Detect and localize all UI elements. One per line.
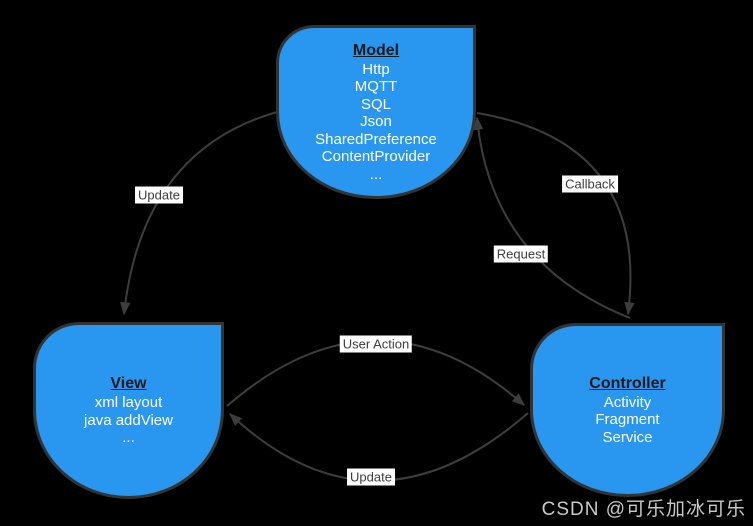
edge-model-to-controller-callback-arrow [476,112,635,316]
edge-label-update-controller-to-view: Update [347,468,395,486]
edge-label-request: Request [493,245,549,263]
model-node-item: MQTT [354,78,398,96]
view-node-item: ... [122,429,135,447]
model-node-item: ContentProvider [321,148,431,166]
model-node-item: SharedPreference [315,130,437,148]
model-node-item: Http [362,60,390,78]
model-node-title: Model [352,41,400,59]
model-node-item: Json [360,113,392,131]
controller-node-title: Controller [589,374,666,392]
edge-controller-to-model-request-arrow [472,116,631,319]
view-node-title: View [110,375,147,393]
csdn-watermark: CSDN @可乐加冰可乐 [541,499,746,520]
controller-node-item: Activity [603,393,652,411]
controller-node: Controller Activity Fragment Service [530,323,725,497]
view-node-item: xml layout [94,394,163,412]
controller-node-item: Fragment [595,411,660,429]
model-node-item: ... [369,165,383,183]
model-node: Model Http MQTT SQL Json SharedPreferenc… [276,25,476,199]
model-node-item: SQL [360,95,391,113]
edge-label-update-model-to-view: Update [135,186,183,204]
view-node: View xml layout java addView ... [33,322,224,499]
view-node-item: java addView [84,411,173,429]
controller-node-item: Service [602,428,653,446]
edge-label-user-action: User Action [339,335,413,353]
edge-label-callback: Callback [562,175,618,193]
edge-model-to-view-update-arrow [120,110,282,316]
